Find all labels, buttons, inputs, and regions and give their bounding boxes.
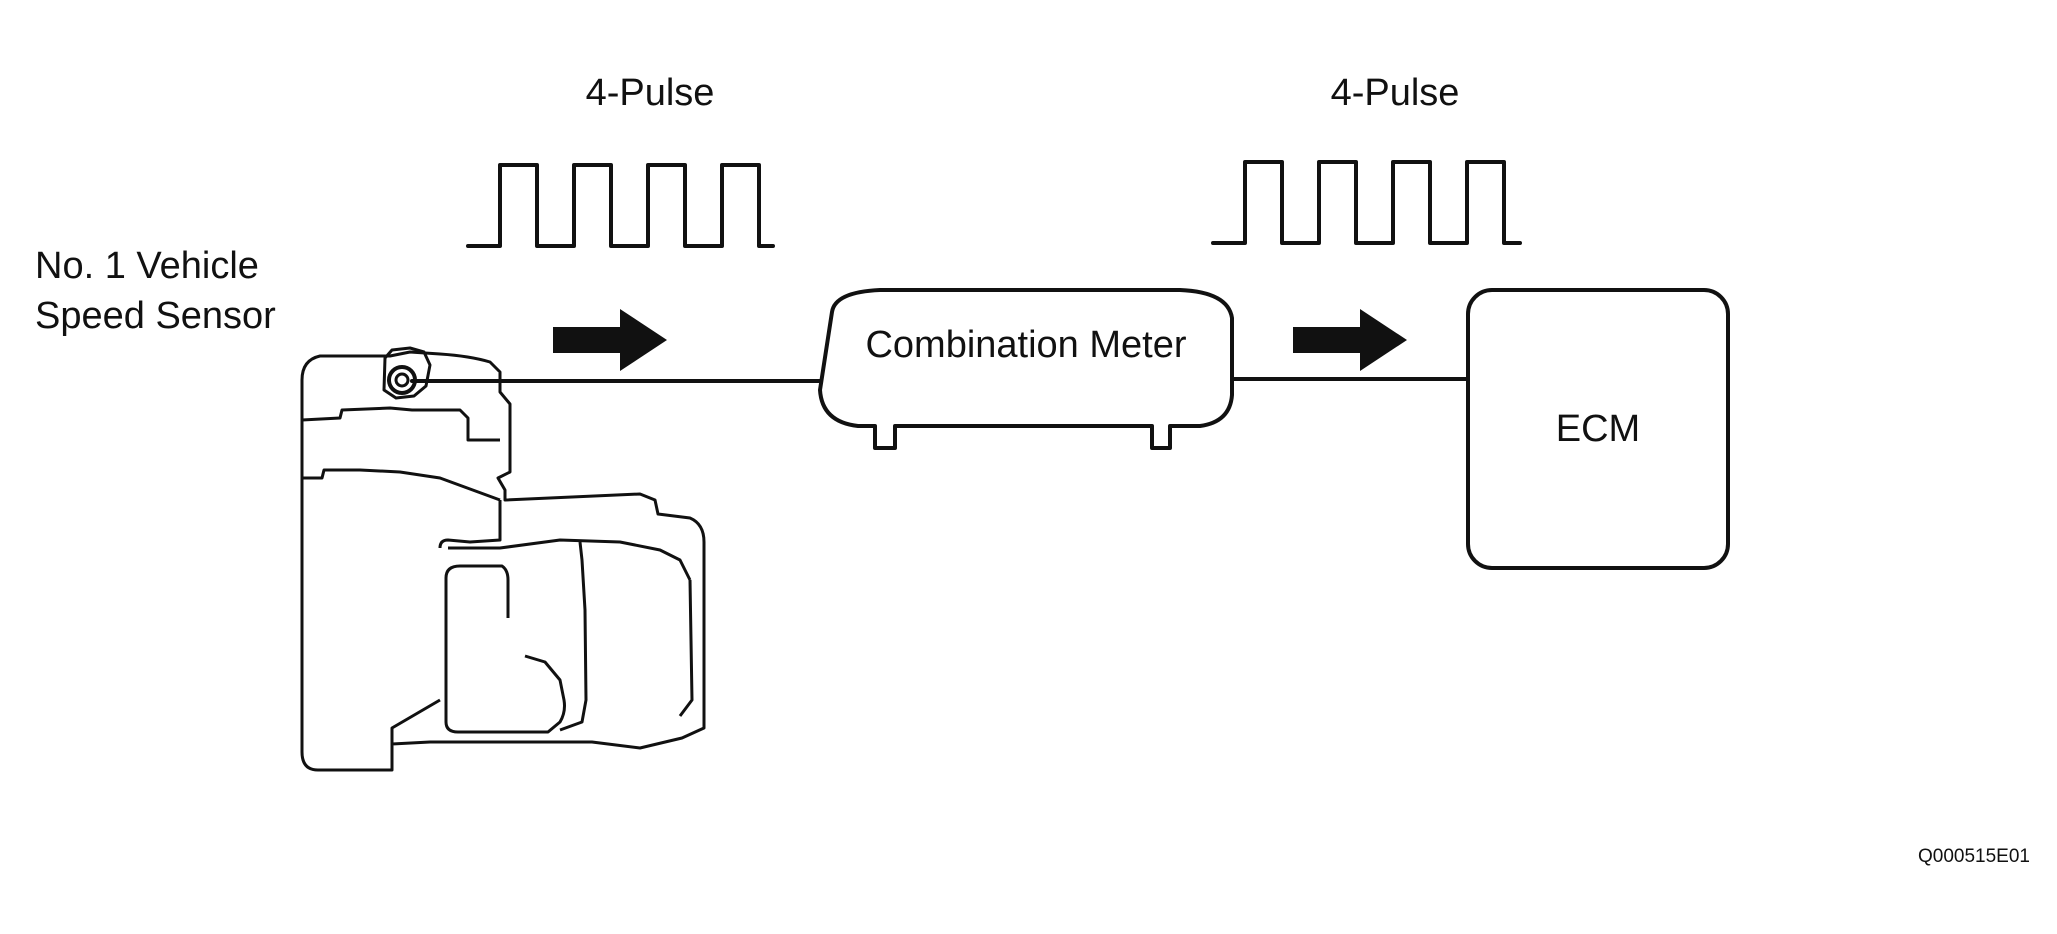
ecm-box (1466, 288, 1730, 570)
pulse-label-left: 4-Pulse (586, 72, 715, 114)
arrow-right-icon (553, 309, 667, 371)
pulse-label-right: 4-Pulse (1331, 72, 1460, 114)
pulse-waveform-left (466, 163, 775, 248)
transmission-assembly (300, 346, 706, 772)
figure-code: Q000515E01 (1918, 846, 2030, 867)
ecm-label: ECM (1556, 408, 1640, 450)
pulse-waveform-right (1211, 160, 1522, 245)
sensor-label-line1: No. 1 Vehicle (35, 245, 259, 287)
combination-meter-label: Combination Meter (865, 324, 1186, 366)
speed-sensor-icon (387, 365, 417, 395)
combination-meter-shape (818, 288, 1234, 450)
sensor-label-line2: Speed Sensor (35, 295, 276, 337)
arrow-right-icon (1293, 309, 1407, 371)
